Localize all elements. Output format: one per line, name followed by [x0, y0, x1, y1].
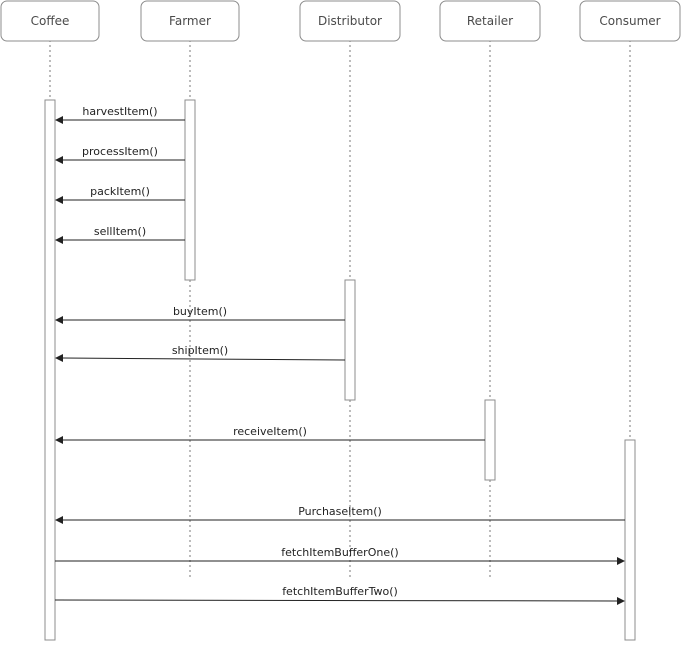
- arrowhead-icon: [55, 196, 63, 204]
- message-label: PurchaseItem(): [298, 505, 382, 518]
- message-label: packItem(): [90, 185, 150, 198]
- actor-label-farmer: Farmer: [169, 14, 211, 28]
- message-label: fetchItemBufferOne(): [281, 546, 398, 559]
- message-harvestitem: harvestItem(): [55, 105, 185, 124]
- arrowhead-icon: [55, 516, 63, 524]
- message-shipitem: shipItem(): [55, 344, 346, 362]
- arrowhead-icon: [617, 557, 625, 565]
- message-sellitem: sellItem(): [55, 225, 185, 244]
- actor-consumer: Consumer: [579, 0, 681, 42]
- message-buyitem: buyItem(): [55, 305, 345, 324]
- message-label: buyItem(): [173, 305, 227, 318]
- message-label: receiveItem(): [233, 425, 307, 438]
- actor-label-consumer: Consumer: [599, 14, 660, 28]
- message-fetchitembuffertwo: fetchItemBufferTwo(): [54, 585, 625, 605]
- arrowhead-icon: [55, 436, 63, 444]
- message-fetchitembufferone: fetchItemBufferOne(): [55, 546, 625, 565]
- actor-coffee: Coffee: [0, 0, 100, 42]
- actor-distributor: Distributor: [299, 0, 401, 42]
- consumer-activation: [624, 439, 636, 641]
- retailer-activation: [484, 399, 496, 481]
- farmer-activation: [184, 99, 196, 281]
- arrowhead-icon: [55, 156, 63, 164]
- message-label: harvestItem(): [82, 105, 157, 118]
- message-label: processItem(): [82, 145, 158, 158]
- actor-label-retailer: Retailer: [467, 14, 513, 28]
- actor-label-distributor: Distributor: [318, 14, 382, 28]
- actor-retailer: Retailer: [439, 0, 541, 42]
- message-purchaseitem: PurchaseItem(): [55, 505, 625, 524]
- message-label: shipItem(): [172, 344, 228, 357]
- actor-label-coffee: Coffee: [31, 14, 70, 28]
- message-label: fetchItemBufferTwo(): [282, 585, 398, 598]
- coffee-activation: [44, 99, 56, 641]
- distributor-activation: [344, 279, 356, 401]
- arrowhead-icon: [55, 316, 63, 324]
- arrowhead-icon: [617, 597, 625, 605]
- message-processitem: processItem(): [55, 145, 185, 164]
- message-receiveitem: receiveItem(): [55, 425, 485, 444]
- actor-farmer: Farmer: [140, 0, 240, 42]
- arrowhead-icon: [55, 116, 63, 124]
- message-packitem: packItem(): [55, 185, 185, 204]
- arrowhead-icon: [55, 236, 63, 244]
- arrowhead-icon: [55, 354, 63, 362]
- message-label: sellItem(): [94, 225, 146, 238]
